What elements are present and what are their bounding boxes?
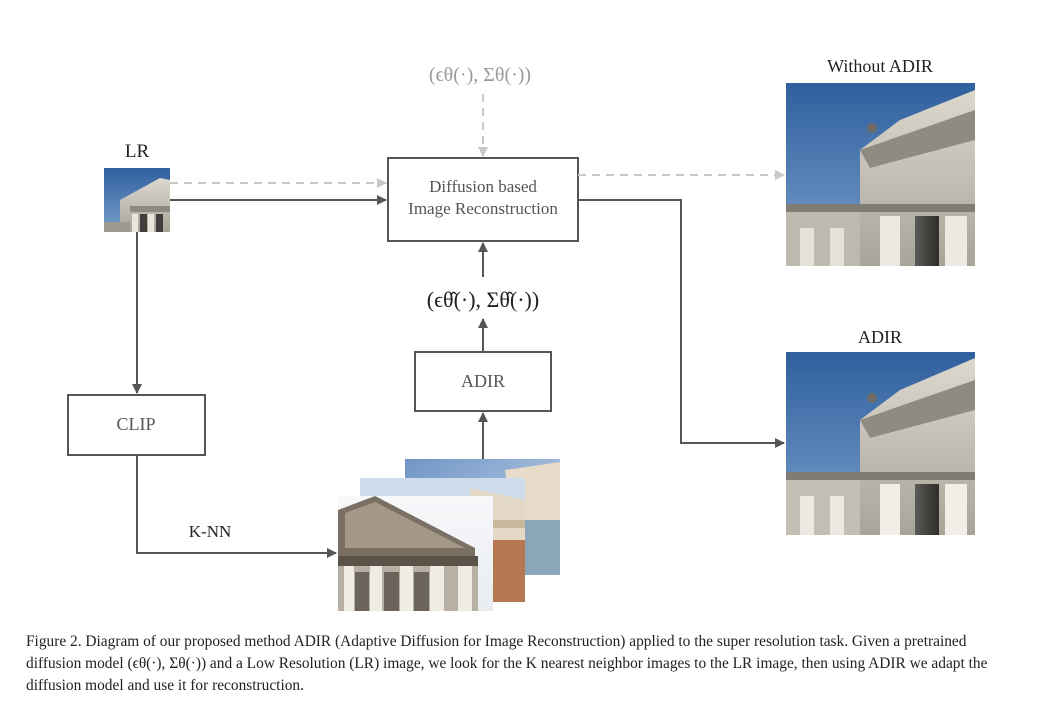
figure-caption: Figure 2. Diagram of our proposed method… [26,631,1016,697]
diffusion-reconstruction-box: Diffusion based Image Reconstruction [387,157,579,242]
neighbor-image-1 [338,496,493,611]
without-adir-label: Without ADIR [827,56,933,76]
nearest-neighbor-images [338,459,560,611]
adir-output-image [786,352,975,535]
adapted-model-formula: (ϵθ̂(·), Σθ̂(·)) [427,287,539,312]
diffusion-box-label-line2: Image Reconstruction [408,199,558,218]
knn-label: K-NN [189,522,232,541]
caption-text: Figure 2. Diagram of our proposed method… [26,633,988,694]
adir-box-label: ADIR [461,371,505,391]
arrow-diffusion-to-adir-result [578,199,785,448]
lr-label: LR [125,141,150,162]
arrow-clip-to-neighbors [136,455,337,558]
clip-box-label: CLIP [116,414,155,434]
pretrained-model-formula: (ϵθ(·), Σθ(·)) [429,64,531,86]
clip-box: CLIP [67,394,206,456]
diffusion-box-label-line1: Diffusion based [429,177,537,196]
lr-image [104,168,170,232]
adir-box: ADIR [414,351,552,412]
adir-result-label: ADIR [858,327,902,347]
without-adir-output-image [786,83,975,266]
